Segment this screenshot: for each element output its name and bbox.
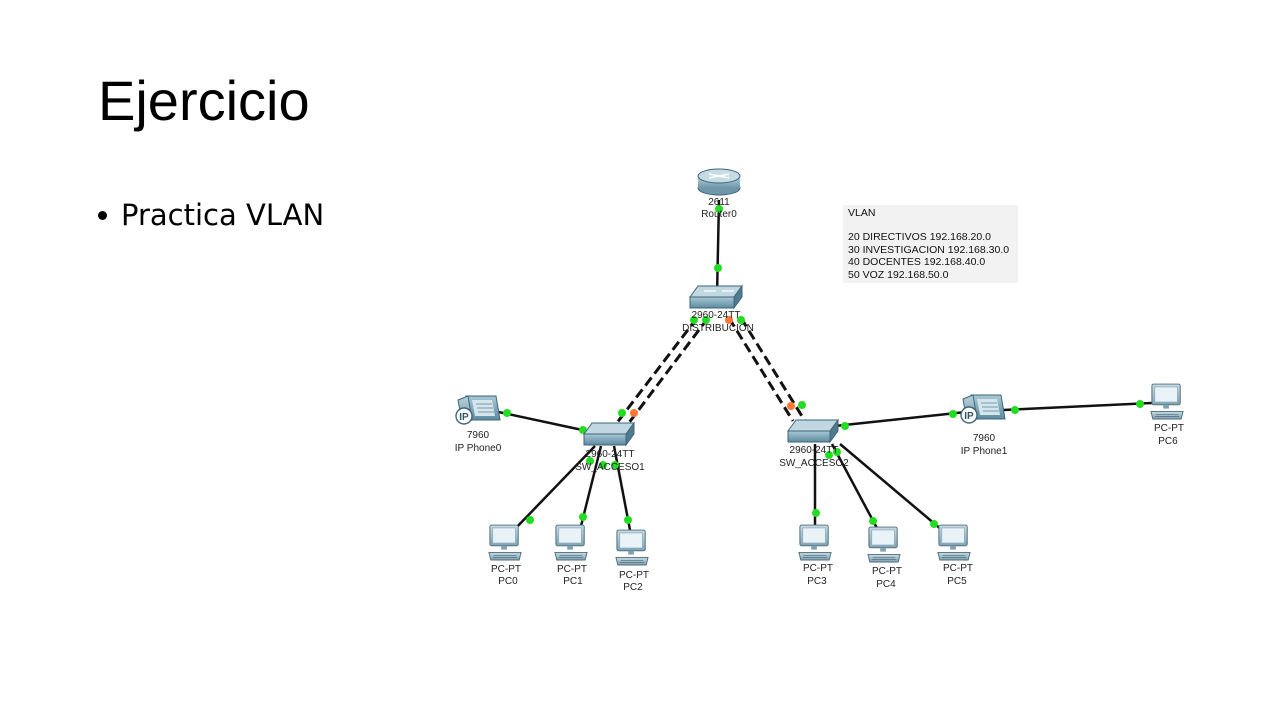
link-light-pending [725,316,733,324]
pc4-name-label: PC4 [876,579,896,590]
slide-title: Ejercicio [98,69,310,132]
pc0-model-label: PC-PT [491,564,521,575]
access2-model-label: 2960-24TT [790,445,839,456]
ip-phone-1[interactable]: 7960 IP Phone1 [960,394,1008,457]
distribution-name-label: DISTRIBUCION [682,323,754,334]
link-light-up [1011,406,1019,414]
phone-icon [960,394,1006,424]
link-light-up [579,513,587,521]
pc-icon [554,524,588,561]
vlan-legend-title: VLAN [848,207,876,219]
pc-4[interactable]: PC-PT PC4 [867,526,902,590]
link-light-up [702,316,710,324]
vlan-legend-line: 20 DIRECTIVOS 192.168.20.0 [848,231,991,244]
link-light-up [714,264,722,272]
pc-icon [937,524,971,561]
distribution-switch[interactable]: 2960-24TT DISTRIBUCION [682,284,754,334]
vlan-legend-line: 50 VOZ 192.168.50.0 [848,268,949,281]
pc-0[interactable]: PC-PT PC0 [488,524,522,587]
link-light-up [611,461,619,469]
link-light-up [869,517,877,525]
link-light-up [690,316,698,324]
pc-icon [488,524,522,561]
link-light-up [586,457,594,465]
pc-5[interactable]: PC-PT PC5 [937,524,973,587]
link-light-up [503,409,511,417]
link-light-pending [630,409,638,417]
pc5-model-label: PC-PT [943,563,973,574]
link-light-pending [787,402,795,410]
pc1-model-label: PC-PT [557,564,587,575]
pc-1[interactable]: PC-PT PC1 [554,524,588,587]
cable-distribution-access2-a [727,317,795,422]
pc2-model-label: PC-PT [619,570,649,581]
ip-phone-0[interactable]: 7960 IP Phone0 [455,395,502,454]
phone1-model-label: 7960 [973,433,996,444]
cable-distribution-access1-b [626,317,710,425]
cable-router-distribution [715,199,721,297]
link-light-up [841,422,849,430]
phone-icon [455,395,501,425]
pc3-name-label: PC3 [807,576,827,587]
bullet-text: Practica VLAN [121,198,325,232]
cable-access2-pc5 [839,443,943,531]
access1-model-label: 2960-24TT [586,449,635,460]
pc2-name-label: PC2 [623,582,643,593]
access-switch-1[interactable]: 2960-24TT SW_ACCESO1 [575,421,645,473]
link-light-up [599,461,607,469]
link-light-layer [503,205,1144,528]
phone0-model-label: 7960 [467,430,490,441]
cable-access2-pc4 [830,443,880,531]
pc6-model-label: PC-PT [1154,423,1184,434]
router-0[interactable]: 2611 Router0 [697,168,741,220]
bullet-item: Practica VLAN [98,198,324,232]
pc4-model-label: PC-PT [872,566,902,577]
cable-distribution-access1-a [614,317,699,425]
access1-name-label: SW_ACCESO1 [575,462,645,473]
router-name-label: Router0 [701,209,737,220]
phone0-name-label: IP Phone0 [455,443,502,454]
access-switch-2[interactable]: 2960-24TT SW_ACCESO2 [779,418,849,469]
pc-2[interactable]: PC-PT PC2 [615,529,649,593]
vlan-legend-line: 40 DOCENTES 192.168.40.0 [848,256,986,269]
pc-icon [798,524,832,561]
phone1-name-label: IP Phone1 [961,446,1008,457]
pc6-name-label: PC6 [1158,436,1178,447]
bullet-dot-icon [98,210,107,220]
pc-3[interactable]: PC-PT PC3 [798,524,833,587]
pc-icon [867,526,901,563]
cable-access1-pc2 [612,445,632,531]
link-light-up [737,316,745,324]
link-light-up [1136,400,1144,408]
vlan-legend-line: 30 INVESTIGACION 192.168.30.0 [848,243,1010,256]
distribution-model-label: 2960-24TT [692,310,741,321]
link-light-up [715,205,723,213]
cable-access1-pc0 [513,445,596,531]
cable-distribution-access2-b [739,317,807,422]
link-light-up [930,520,938,528]
link-light-up [949,410,957,418]
pc-icon [615,529,649,566]
link-light-up [526,516,534,524]
cable-layer [493,199,1153,531]
vlan-legend-note: VLAN 20 DIRECTIVOS 192.168.20.0 30 INVES… [843,205,1018,283]
link-light-up [825,451,833,459]
link-light-up [618,409,626,417]
link-light-up [798,401,806,409]
access2-name-label: SW_ACCESO2 [779,458,849,469]
pc-6[interactable]: PC-PT PC6 [1150,383,1184,447]
link-light-up [624,516,632,524]
router-model-label: 2611 [708,197,730,208]
pc0-name-label: PC0 [498,576,518,587]
link-light-up [833,448,841,456]
pc3-model-label: PC-PT [803,563,833,574]
cable-phone1-pc6 [1002,401,1153,412]
pc1-name-label: PC1 [563,576,583,587]
pc-icon [1150,383,1184,420]
cable-access2-phone1 [834,410,967,428]
pc5-name-label: PC5 [947,576,967,587]
link-light-up [812,509,820,517]
